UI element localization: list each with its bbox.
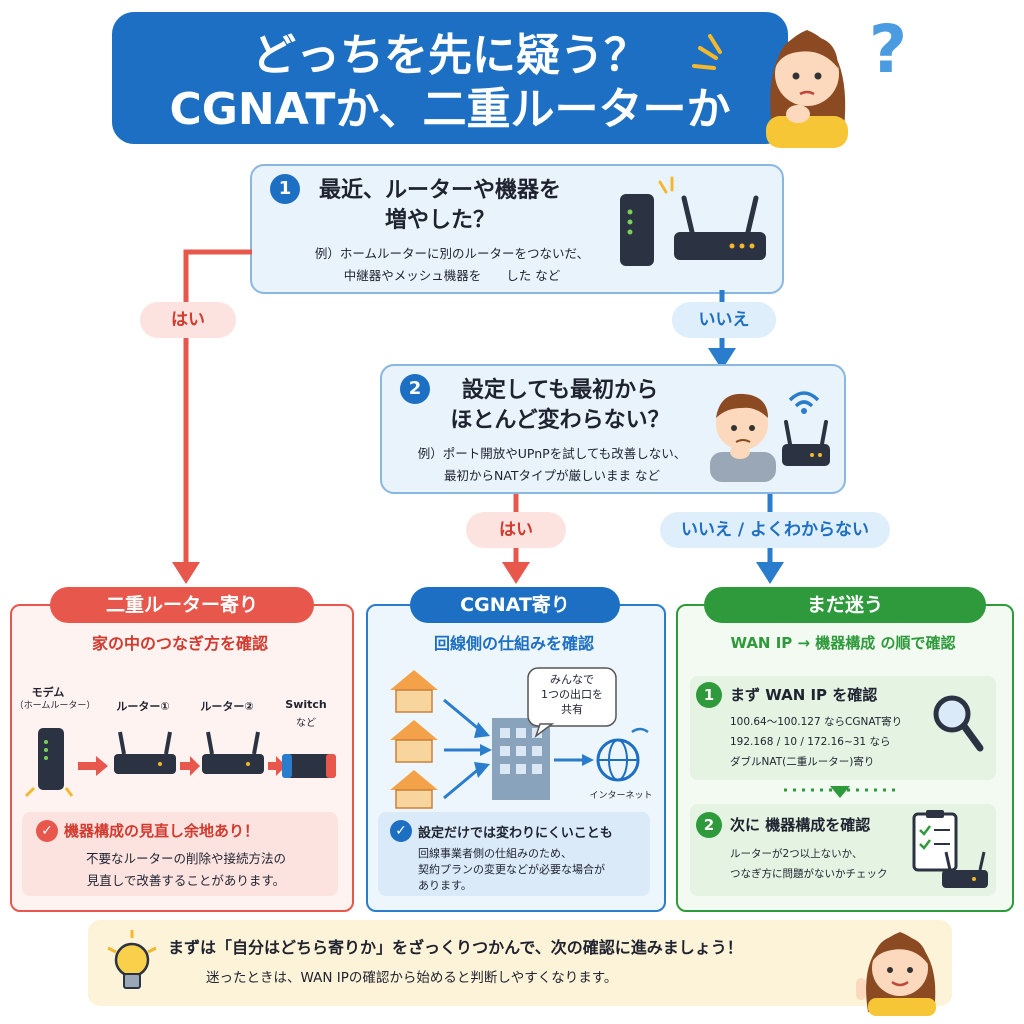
step-1-line3: ダブルNAT(二重ルーター)寄り bbox=[730, 756, 875, 768]
double-router-note-line1: 不要なルーターの削除や接続方法の bbox=[85, 851, 286, 866]
switch-label: Switch bbox=[285, 698, 327, 711]
double-router-header: 二重ルーター寄り bbox=[50, 587, 314, 623]
cgnat-subtitle: 回線側の仕組みを確認 bbox=[433, 634, 594, 653]
step-2-number: 2 bbox=[696, 812, 722, 838]
question-1-number: 1 bbox=[270, 174, 300, 204]
step-2-line2: つなぎ方に問題がないかチェック bbox=[730, 868, 888, 880]
step-2-title: 次に 機器構成を確認 bbox=[730, 816, 871, 834]
q2-no-label: いいえ / よくわからない bbox=[660, 512, 890, 548]
question-1-example-line2: 中継器やメッシュ機器を した など bbox=[343, 268, 561, 283]
cgnat-header: CGNAT寄り bbox=[410, 587, 620, 623]
modem-label: モデム bbox=[31, 686, 65, 699]
magnifier-icon bbox=[933, 695, 984, 752]
internet-label: インターネット bbox=[589, 791, 653, 801]
bubble-line1: みんなで bbox=[550, 673, 594, 686]
tip-banner bbox=[88, 920, 952, 1006]
question-1-example-line1: 例）ホームルーターに別のルーターをつないだ、 bbox=[314, 246, 590, 261]
q1-no-label: いいえ bbox=[672, 302, 776, 338]
router-devices-icon bbox=[620, 176, 766, 266]
flow-connectors bbox=[172, 249, 784, 584]
modem-sublabel: （ホームルーター） bbox=[14, 701, 96, 711]
cgnat-note-line3: あります。 bbox=[418, 879, 472, 892]
cgnat-note bbox=[378, 812, 650, 896]
cgnat-note-title: 設定だけでは変わりにくいことも bbox=[418, 826, 613, 841]
question-2-example-line1: 例）ポート開放やUPnPを試しても改善しない、 bbox=[417, 446, 687, 461]
title-line2: CGNATか、二重ルーターか bbox=[169, 84, 731, 135]
lightbulb-icon bbox=[107, 930, 157, 989]
step-1-line1: 100.64～100.127 ならCGNAT寄り bbox=[730, 716, 903, 728]
question-2-title-line2: ほとんど変わらない？ bbox=[450, 408, 670, 433]
tip-line2: 迷ったときは、WAN IPの確認から始めると判断しやすくなります。 bbox=[206, 970, 618, 986]
cgnat-note-line1: 回線事業者側の仕組みのため、 bbox=[418, 847, 572, 860]
check-icon: ✓ bbox=[390, 820, 412, 842]
question-1-box bbox=[250, 164, 784, 294]
router-1-label: ルーター① bbox=[116, 700, 170, 713]
q1-yes-label: はい bbox=[140, 302, 236, 338]
double-router-note-title: 機器構成の見直し余地あり！ bbox=[64, 822, 260, 840]
q2-yes-label: はい bbox=[466, 512, 566, 548]
question-mark-icon: ? bbox=[868, 11, 908, 88]
router-2-label: ルーター② bbox=[200, 700, 254, 713]
bubble-line3: 共有 bbox=[561, 703, 583, 716]
unsure-subtitle: WAN IP → 機器構成 の順で確認 bbox=[730, 634, 956, 652]
bubble-line2: 1つの出口を bbox=[541, 688, 603, 701]
checklist-router-icon bbox=[912, 810, 988, 888]
question-1-title-line1: 最近、ルーターや機器を bbox=[318, 178, 561, 203]
worried-man-router-icon bbox=[710, 391, 830, 482]
cgnat-illustration bbox=[390, 667, 649, 809]
double-router-subtitle: 家の中のつなぎ方を確認 bbox=[91, 634, 268, 653]
pointing-woman-icon bbox=[856, 932, 936, 1016]
question-1-title-line2: 増やした？ bbox=[384, 208, 495, 233]
question-2-number: 2 bbox=[400, 374, 430, 404]
title-line1: どっちを先に疑う？ bbox=[252, 30, 648, 81]
accent-lines-icon bbox=[692, 34, 722, 70]
question-2-title-line1: 設定しても最初から bbox=[461, 378, 659, 403]
step-1-number: 1 bbox=[696, 682, 722, 708]
step-divider bbox=[784, 786, 896, 798]
step-2-line1: ルーターが2つ以上ないか、 bbox=[730, 848, 863, 860]
device-chain-illustration bbox=[24, 728, 336, 798]
switch-sublabel: など bbox=[296, 718, 316, 729]
check-icon: ✓ bbox=[36, 820, 58, 842]
step-1-title: まず WAN IP を確認 bbox=[730, 686, 878, 704]
question-2-example-line2: 最初からNATタイプが厳しいまま など bbox=[443, 468, 661, 483]
thinking-woman-icon bbox=[766, 30, 848, 148]
cgnat-note-line2: 契約プランの変更などが必要な場合が bbox=[418, 863, 605, 876]
step-1-line2: 192.168 / 10 / 172.16~31 なら bbox=[730, 736, 891, 748]
double-router-note bbox=[22, 812, 338, 896]
unsure-header: まだ迷う bbox=[704, 587, 986, 623]
tip-line1: まずは「自分はどちら寄りか」をざっくりつかんで、次の確認に進みましょう！ bbox=[168, 938, 743, 957]
double-router-note-line2: 見直しで改善することがあります。 bbox=[86, 873, 286, 888]
title-banner: どっちを先に疑う？ CGNATか、二重ルーターか bbox=[112, 12, 788, 144]
